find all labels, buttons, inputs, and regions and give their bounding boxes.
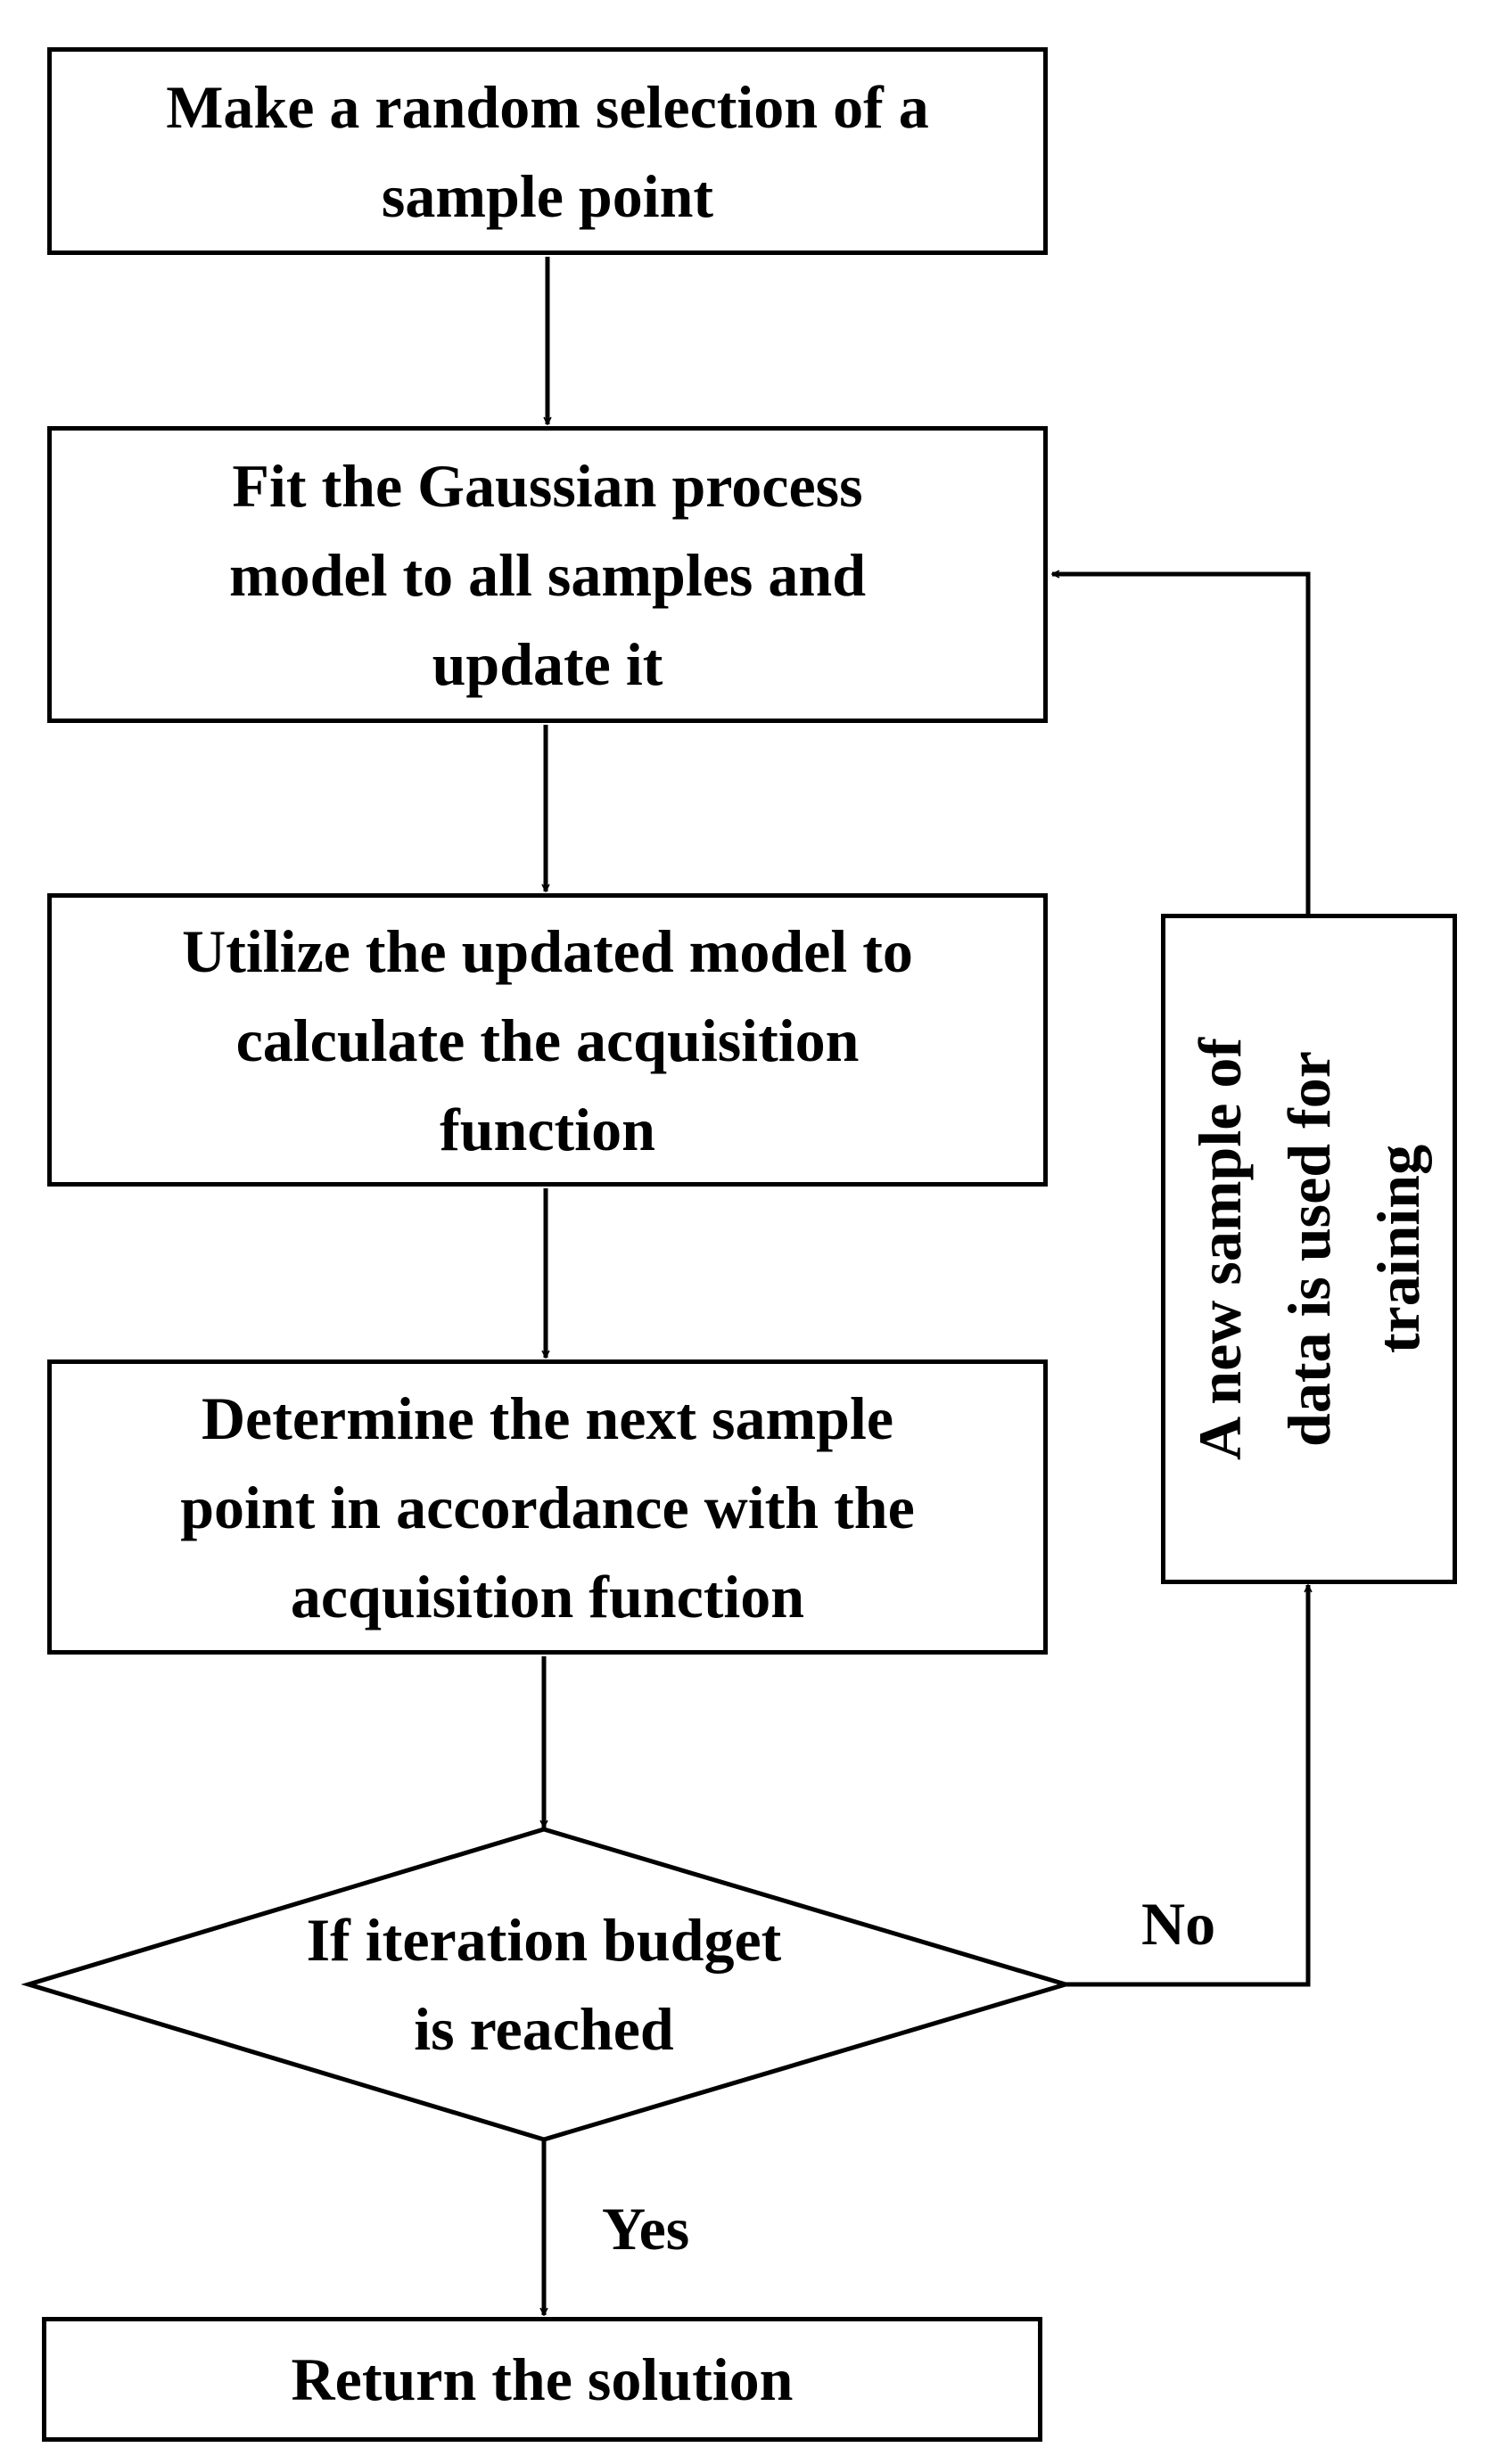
decision-line-2: is reached: [414, 1995, 674, 2063]
feedback-line-3: training: [1364, 1144, 1432, 1354]
feedback-text: A new sample of data is used for trainin…: [1175, 1038, 1443, 1460]
step-utilize-line-1: Utilize the updated model to: [182, 916, 913, 985]
step-select-sample-box: Make a random selection of a sample poin…: [47, 47, 1048, 255]
step-determine-line-3: acquisition function: [290, 1562, 805, 1630]
arrow-feedback-to-fit: [1052, 574, 1311, 914]
step-determine-next-box: Determine the next sample point in accor…: [47, 1359, 1048, 1655]
decision-line-1: If iteration budget: [306, 1906, 782, 1974]
step-determine-line-2: point in accordance with the: [180, 1473, 915, 1541]
no-branch-label: No: [1141, 1890, 1216, 1958]
step-utilize-line-2: calculate the acquisition: [235, 1006, 860, 1074]
feedback-box: A new sample of data is used for trainin…: [1161, 914, 1457, 1584]
step-select-line-2: sample point: [381, 161, 714, 230]
decision-diamond: [21, 1827, 1074, 2142]
step-fit-line-3: update it: [432, 629, 663, 698]
arrow-decision-to-feedback: [1066, 1585, 1308, 1987]
yes-branch-label: Yes: [602, 2195, 690, 2263]
step-return-line-1: Return the solution: [291, 2345, 794, 2413]
step-select-line-1: Make a random selection of a: [166, 72, 929, 141]
feedback-line-1: A new sample of: [1186, 1037, 1254, 1461]
step-utilize-line-3: function: [440, 1095, 655, 1163]
step-utilize-model-box: Utilize the updated model to calculate t…: [47, 893, 1048, 1187]
step-return-solution-box: Return the solution: [42, 2317, 1042, 2442]
step-fit-line-1: Fit the Gaussian process: [232, 451, 863, 520]
step-fit-gp-box: Fit the Gaussian process model to all sa…: [47, 426, 1048, 723]
step-determine-line-1: Determine the next sample: [201, 1384, 894, 1452]
step-fit-line-2: model to all samples and: [228, 540, 867, 609]
feedback-line-2: data is used for: [1275, 1051, 1343, 1447]
decision-text: If iteration budget is reached: [187, 1895, 901, 2074]
